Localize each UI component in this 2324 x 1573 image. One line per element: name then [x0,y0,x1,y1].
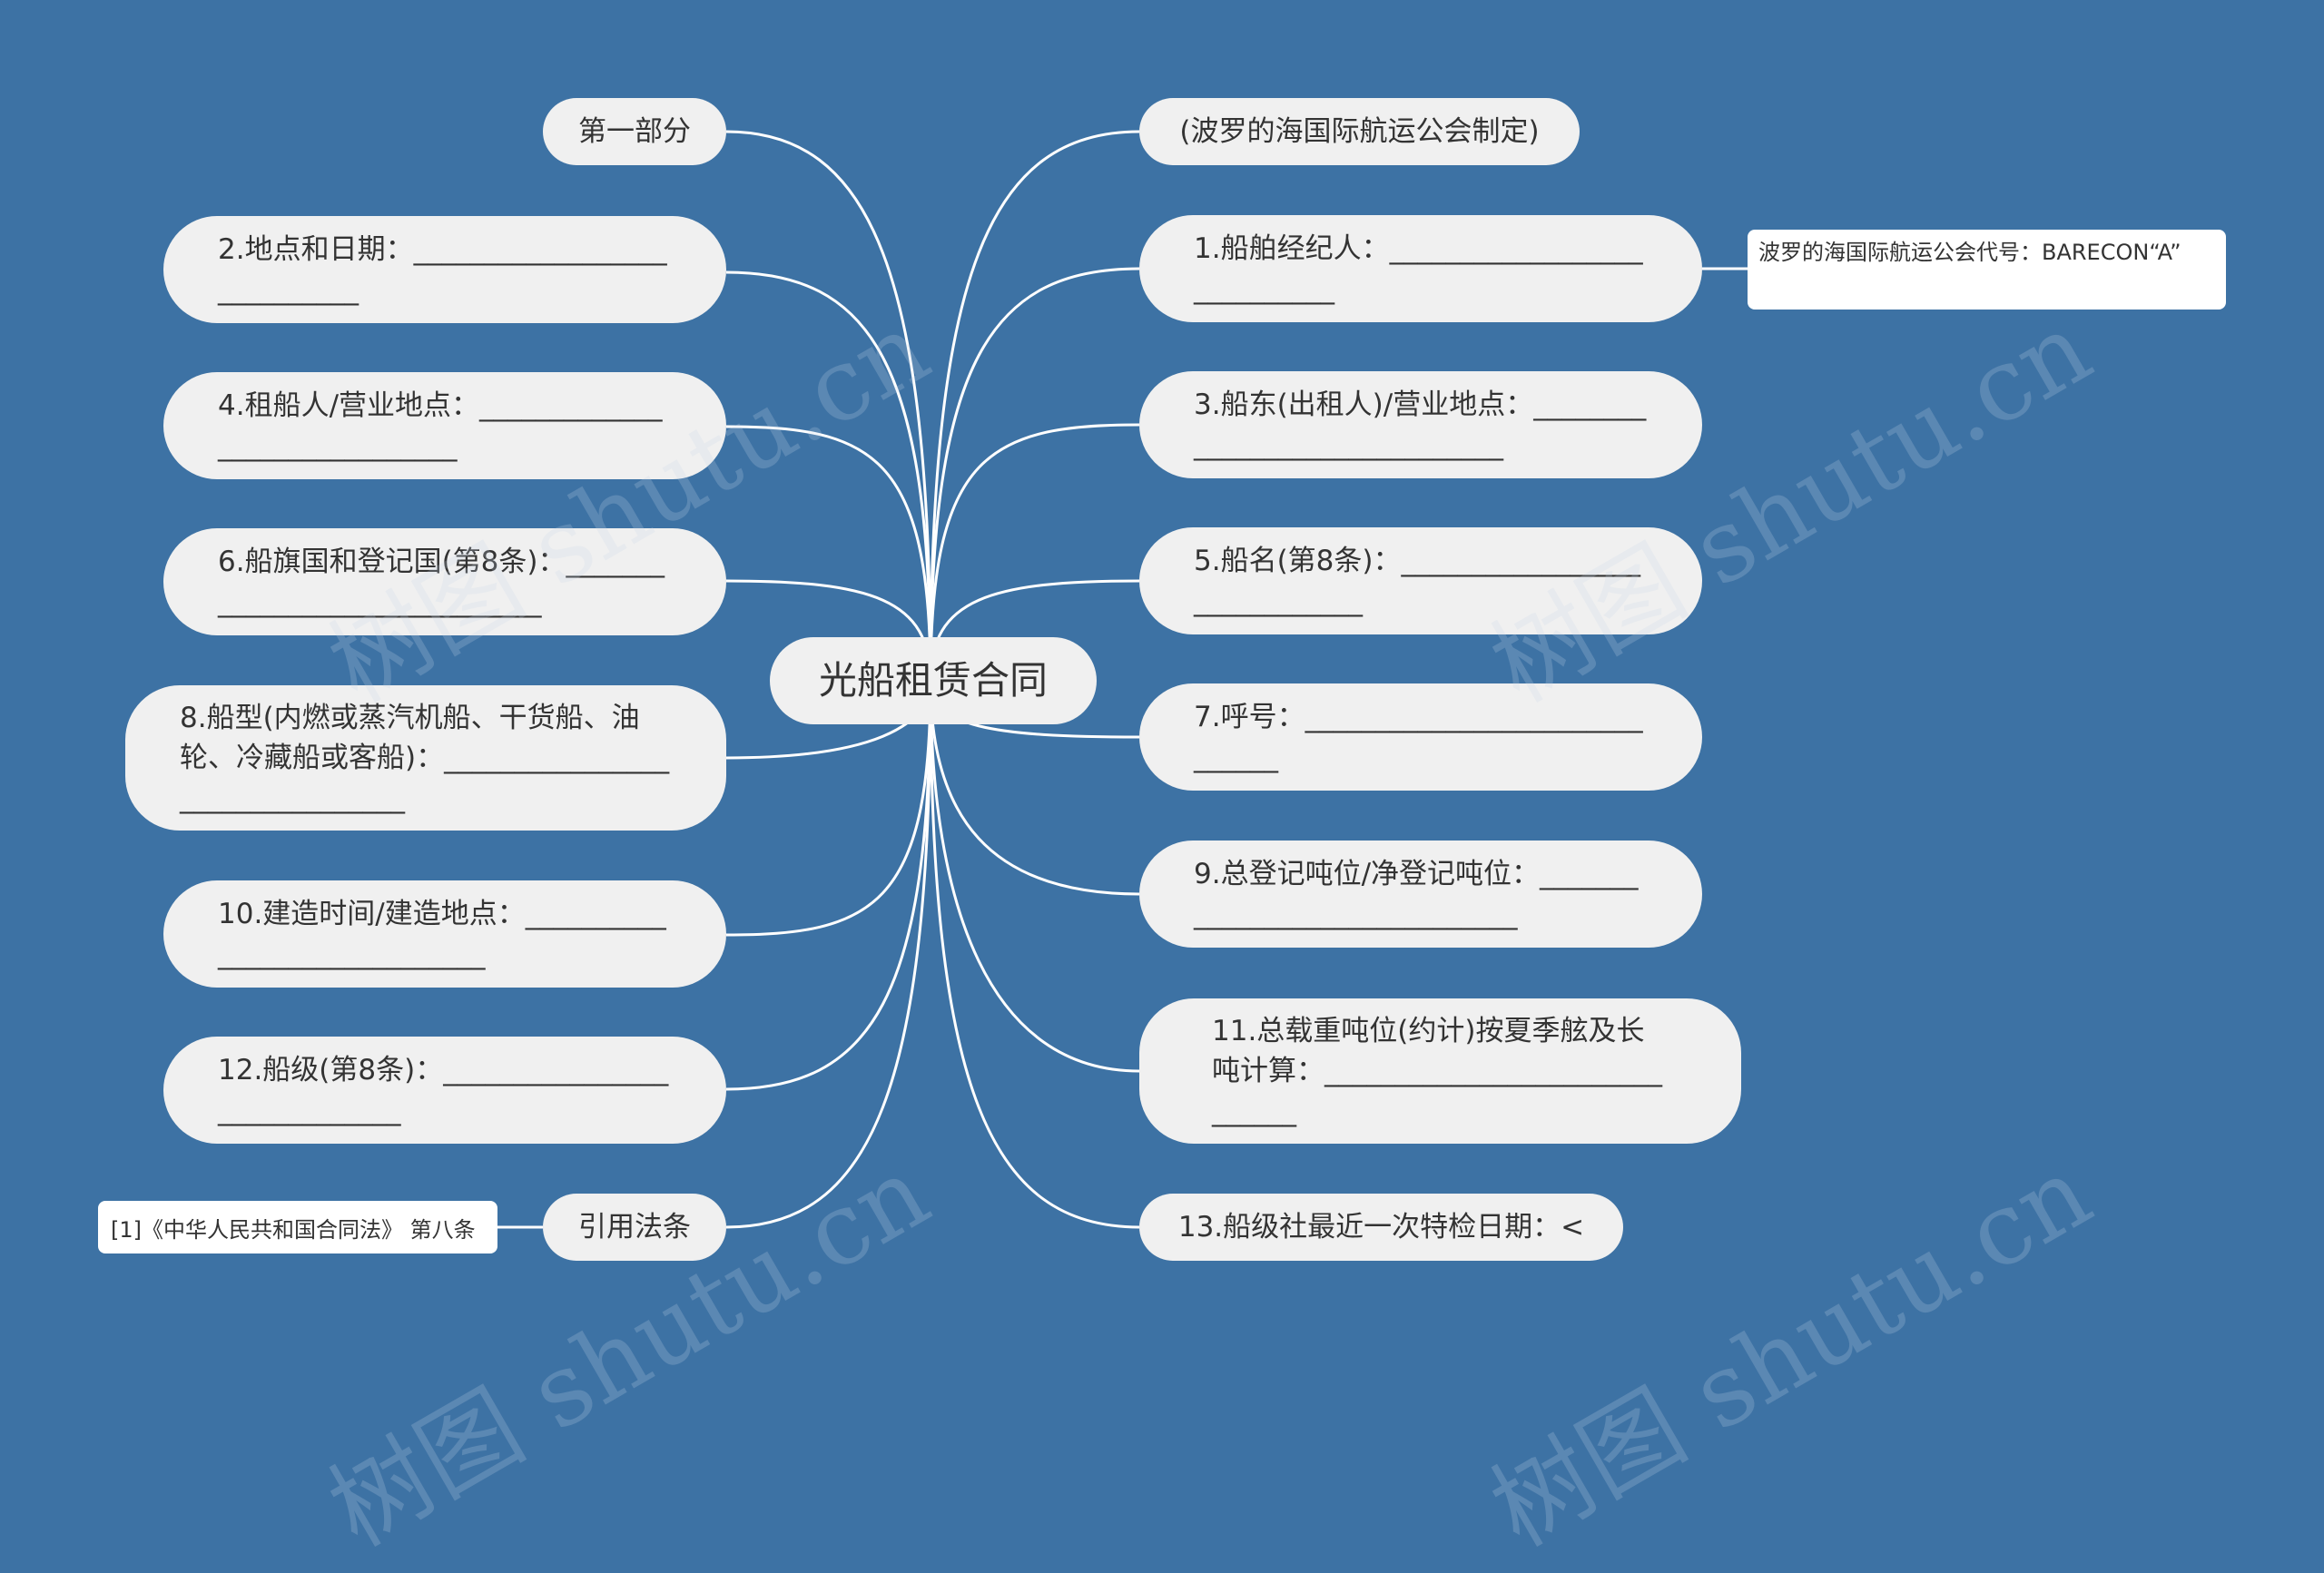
link-R0 [929,130,1140,682]
node-label: 11.总载重吨位(约计)按夏季舷及长吨计算：__________________… [1212,1015,1662,1127]
note-law-reference[interactable]: [1]《中华人民共和国合同法》 第八条 [98,1201,497,1253]
left-node-ship-type[interactable]: 8.船型(内燃或蒸汽机船、干货船、油轮、冷藏船或客船)：____________… [125,685,726,831]
note-barecon[interactable]: 波罗的海国际航运公会代号：BARECON“A” [1748,230,2226,310]
right-node-broker[interactable]: 1.船舶经纪人：____________________________ [1139,215,1702,322]
node-label: 1.船舶经纪人：____________________________ [1194,232,1643,305]
right-node-deadweight[interactable]: 11.总载重吨位(约计)按夏季舷及长吨计算：__________________… [1139,998,1741,1144]
left-node-flag-state[interactable]: 6.船旗国和登记国(第8条)：_________________________… [163,528,726,635]
right-node-call-sign[interactable]: 7.呼号：______________________________ [1139,683,1702,791]
left-node-place-date[interactable]: 2.地点和日期：____________________________ [163,216,726,323]
node-label: 10.建造时间/建造地点：___________________________… [218,898,666,970]
note-label: [1]《中华人民共和国合同法》 第八条 [111,1216,476,1243]
node-label: 7.呼号：______________________________ [1194,701,1643,773]
node-label: 6.船旗国和登记国(第8条)：_________________________… [218,546,665,618]
node-label: 第一部分 [578,115,691,148]
watermark: 树图 shutu.cn [310,1134,948,1568]
node-label: 13.船级社最近一次特检日期：< [1177,1211,1585,1244]
central-topic[interactable]: 光船租赁合同 [770,637,1097,724]
link-R6 [929,680,1140,1073]
node-label: 12.船级(第8条)：_____________________________ [218,1054,669,1126]
connector-lines [497,130,1748,1229]
node-label: 3.船东(出租人)/营业地点：_________________________… [1194,388,1647,461]
link-L7 [725,680,932,1229]
watermark: 树图 shutu.cn [1472,1134,2110,1568]
left-node-ship-class[interactable]: 12.船级(第8条)：_____________________________ [163,1037,726,1144]
left-node-build-time[interactable]: 10.建造时间/建造地点：___________________________… [163,880,726,988]
left-node-cited-law[interactable]: 引用法条 [543,1194,726,1261]
right-node-survey-date[interactable]: 13.船级社最近一次特检日期：< [1139,1194,1623,1261]
left-node-charterer[interactable]: 4.租船人/营业地点：_____________________________… [163,372,726,479]
node-label: 8.船型(内燃或蒸汽机船、干货船、油轮、冷藏船或客船)：____________… [180,702,670,814]
right-node-bimco[interactable]: (波罗的海国际航运公会制定) [1139,98,1580,165]
node-label: 9.总登记吨位/净登记吨位：__________________________… [1194,858,1639,930]
link-R7 [929,680,1140,1229]
right-node-ship-name[interactable]: 5.船名(第8条)：_____________________________ [1139,527,1702,634]
link-L0 [725,130,932,682]
node-label: 5.船名(第8条)：_____________________________ [1194,545,1640,617]
central-topic-label: 光船租赁合同 [818,658,1048,703]
note-label: 波罗的海国际航运公会代号：BARECON“A” [1758,240,2181,265]
right-node-tonnage[interactable]: 9.总登记吨位/净登记吨位：__________________________… [1139,841,1702,948]
right-node-owner[interactable]: 3.船东(出租人)/营业地点：_________________________… [1139,371,1702,478]
left-node-part-one[interactable]: 第一部分 [543,98,726,165]
node-label: 2.地点和日期：____________________________ [218,233,667,306]
watermark: 树图 shutu.cn [1472,290,2110,724]
node-label: 4.租船人/营业地点：_____________________________… [218,389,663,462]
node-label: (波罗的海国际航运公会制定) [1179,115,1540,148]
link-L1 [725,270,932,682]
node-label: 引用法条 [578,1211,691,1244]
mind-map-canvas: 光船租赁合同 第一部分 2.地点和日期：____________________… [98,98,2226,1568]
link-L6 [725,680,932,1091]
link-R1 [929,267,1140,682]
